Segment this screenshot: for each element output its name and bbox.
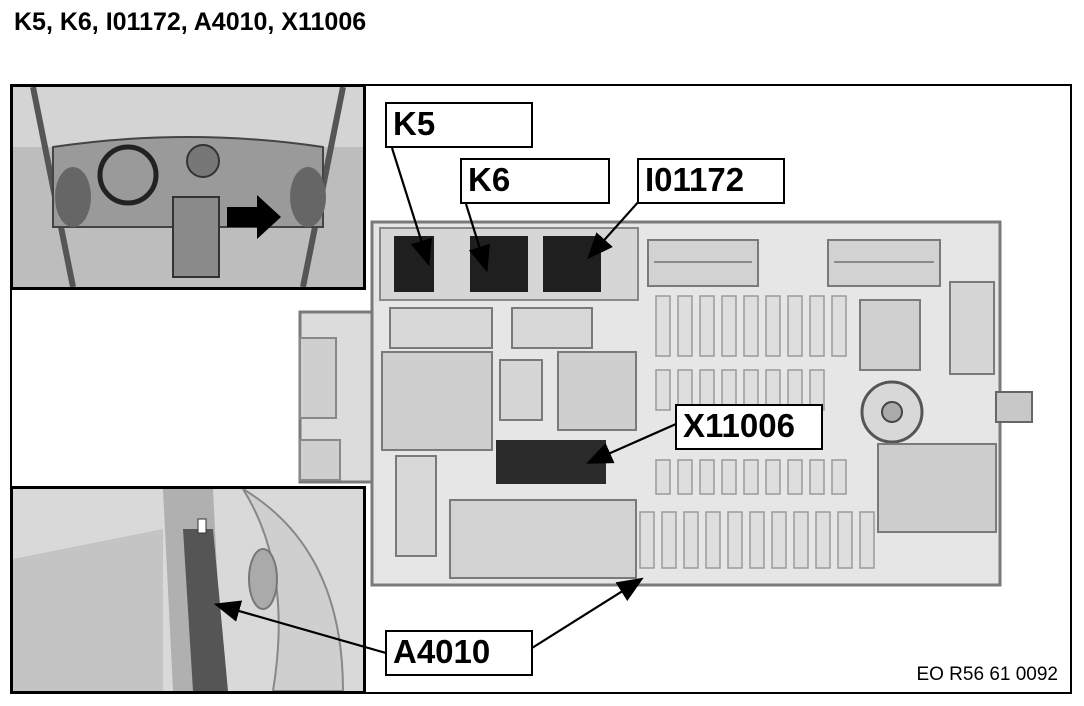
leader-a4010-inset [213,600,387,655]
reference-code: EO R56 61 0092 [916,664,1058,685]
callout-k6: K6 [460,158,610,204]
callout-i01172: I01172 [637,158,785,204]
leader-k5 [390,147,432,267]
fuse-grid [639,295,875,569]
dashboard-location-inset [10,84,366,290]
side-location-inset [10,486,366,694]
callout-k5: K5 [385,102,533,148]
leader-k6 [464,203,490,273]
location-arrow-icon [227,195,281,239]
leader-a4010-box [531,577,644,649]
page-title: K5, K6, I01172, A4010, X11006 [14,8,367,36]
dashboard-picture [13,87,363,287]
leader-i01172 [587,199,641,260]
callout-x11006: X11006 [675,404,823,450]
side-panel-picture [13,489,363,691]
callout-a4010: A4010 [385,630,533,676]
leader-x11006 [585,422,677,464]
